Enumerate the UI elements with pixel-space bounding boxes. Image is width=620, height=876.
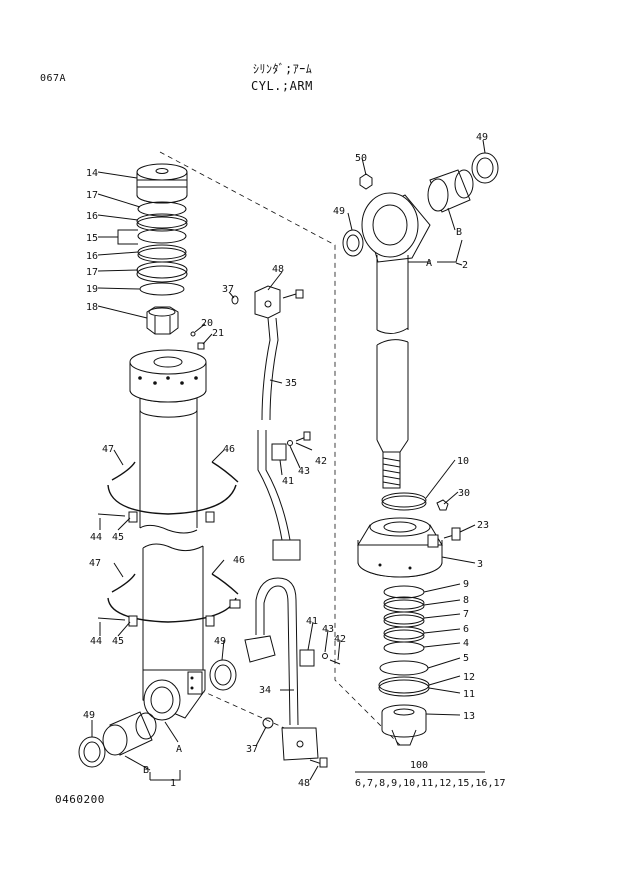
callout-labels: 14 17 16 15 16 17 19 18 20 21 37 48 35 4…	[83, 132, 506, 789]
callout-23: 23	[477, 520, 489, 531]
callout-49: 49	[476, 132, 488, 143]
callout-12: 12	[463, 672, 475, 683]
callout-44: 44	[90, 532, 102, 543]
callout-16: 16	[86, 211, 98, 222]
callout-37: 37	[222, 284, 234, 295]
callout-45: 45	[112, 532, 124, 543]
drawing-number: 0460200	[55, 793, 105, 806]
callout-46: 46	[223, 444, 235, 455]
callout-49: 49	[214, 636, 226, 647]
callout-B: B	[456, 227, 462, 238]
pipe-clamps	[97, 461, 241, 627]
callout-16: 16	[86, 251, 98, 262]
callout-50: 50	[355, 153, 367, 164]
callout-5: 5	[463, 653, 469, 664]
pipe-35	[231, 285, 311, 561]
callout-3: 3	[477, 559, 483, 570]
callout-37: 37	[246, 744, 258, 755]
bushing-assembly-left	[78, 659, 237, 768]
callout-41: 41	[306, 616, 318, 627]
callout-A: A	[426, 258, 432, 269]
callout-17: 17	[86, 267, 98, 278]
callout-30: 30	[458, 488, 470, 499]
callout-14: 14	[86, 168, 98, 179]
callout-7: 7	[463, 609, 469, 620]
piston-stack	[136, 163, 205, 350]
callout-42: 42	[334, 634, 346, 645]
leader-lines	[91, 139, 486, 781]
callout-42: 42	[315, 456, 327, 467]
callout-1: 1	[170, 778, 176, 789]
callout-17: 17	[86, 190, 98, 201]
callout-49: 49	[333, 206, 345, 217]
assembly-line-right	[159, 151, 401, 746]
callout-10: 10	[457, 456, 469, 467]
callout-34: 34	[259, 685, 271, 696]
callout-B: B	[143, 765, 149, 776]
callout-45: 45	[112, 636, 124, 647]
callout-48: 48	[298, 778, 310, 789]
title-english: CYL.;ARM	[251, 79, 313, 93]
callout-47: 47	[102, 444, 114, 455]
kit-contents: 6,7,8,9,10,11,12,15,16,17	[355, 778, 506, 789]
callout-20: 20	[201, 318, 213, 329]
callout-8: 8	[463, 595, 469, 606]
callout-15: 15	[86, 233, 98, 244]
callout-48: 48	[272, 264, 284, 275]
cylinder-tube	[129, 349, 207, 721]
rod-head-gland	[357, 492, 461, 746]
callout-35: 35	[285, 378, 297, 389]
callout-100: 100	[410, 760, 428, 771]
callout-13: 13	[463, 711, 475, 722]
callout-9: 9	[463, 579, 469, 590]
callout-2: 2	[462, 260, 468, 271]
callout-41: 41	[282, 476, 294, 487]
pipe-34	[244, 577, 341, 768]
callout-47: 47	[89, 558, 101, 569]
callout-18: 18	[86, 302, 98, 313]
page-code: 067A	[40, 73, 67, 84]
piston-rod	[342, 152, 499, 489]
callout-21: 21	[212, 328, 224, 339]
callout-4: 4	[463, 638, 469, 649]
callout-43: 43	[322, 624, 334, 635]
callout-19: 19	[86, 284, 98, 295]
callout-A: A	[176, 744, 182, 755]
callout-44: 44	[90, 636, 102, 647]
callout-43: 43	[298, 466, 310, 477]
callout-11: 11	[463, 689, 475, 700]
callout-46: 46	[233, 555, 245, 566]
callout-6: 6	[463, 624, 469, 635]
callout-49: 49	[83, 710, 95, 721]
title-japanese: ｼﾘﾝﾀﾞ;ｱｰﾑ	[253, 62, 313, 76]
